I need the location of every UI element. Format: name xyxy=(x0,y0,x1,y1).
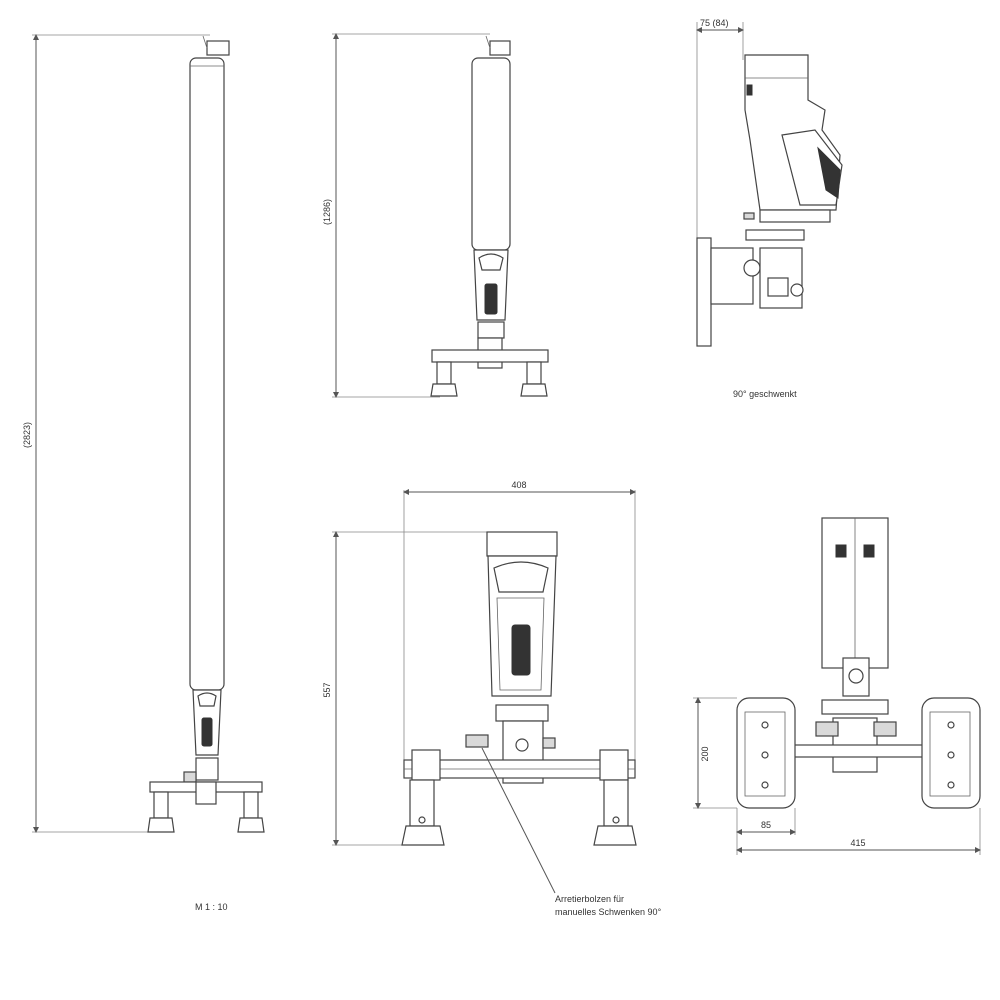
note-leader-line xyxy=(481,747,556,894)
side-base-rail xyxy=(783,744,935,758)
dimension-label-85: 85 xyxy=(761,820,771,830)
dimension-label-1286: (1286) xyxy=(322,199,332,225)
side-flange xyxy=(745,229,805,241)
foot-left xyxy=(147,817,175,833)
view-base-side: 200 85 415 xyxy=(693,517,981,855)
column-tube-compact xyxy=(471,57,511,251)
dimension-label-408: 408 xyxy=(511,480,526,490)
view-full-height: (2823) xyxy=(22,34,265,833)
view-side-swiveled: 75 (84) xyxy=(696,18,843,347)
column-tube xyxy=(189,57,225,691)
side-foot-plate xyxy=(696,237,712,347)
base-rail-compact xyxy=(431,349,549,363)
view-front-detail: 408 557 xyxy=(322,480,637,894)
scale-label: M 1 : 10 xyxy=(195,902,228,912)
note-line-1: Arretierbolzen für xyxy=(555,894,624,904)
swivel-caption: 90° geschwenkt xyxy=(733,389,797,399)
dimension-label-depth: 75 (84) xyxy=(700,18,729,28)
dimension-label-415: 415 xyxy=(850,838,865,848)
dimension-label-557: 557 xyxy=(322,682,332,697)
foot-right xyxy=(237,817,265,833)
view-compact: (1286) xyxy=(322,33,549,398)
dimension-label-2823: (2823) xyxy=(22,422,32,448)
dimension-label-200: 200 xyxy=(700,746,710,761)
front-tube-stub xyxy=(486,531,558,557)
note-line-2: manuelles Schwenken 90° xyxy=(555,907,662,917)
top-bracket xyxy=(206,40,230,56)
